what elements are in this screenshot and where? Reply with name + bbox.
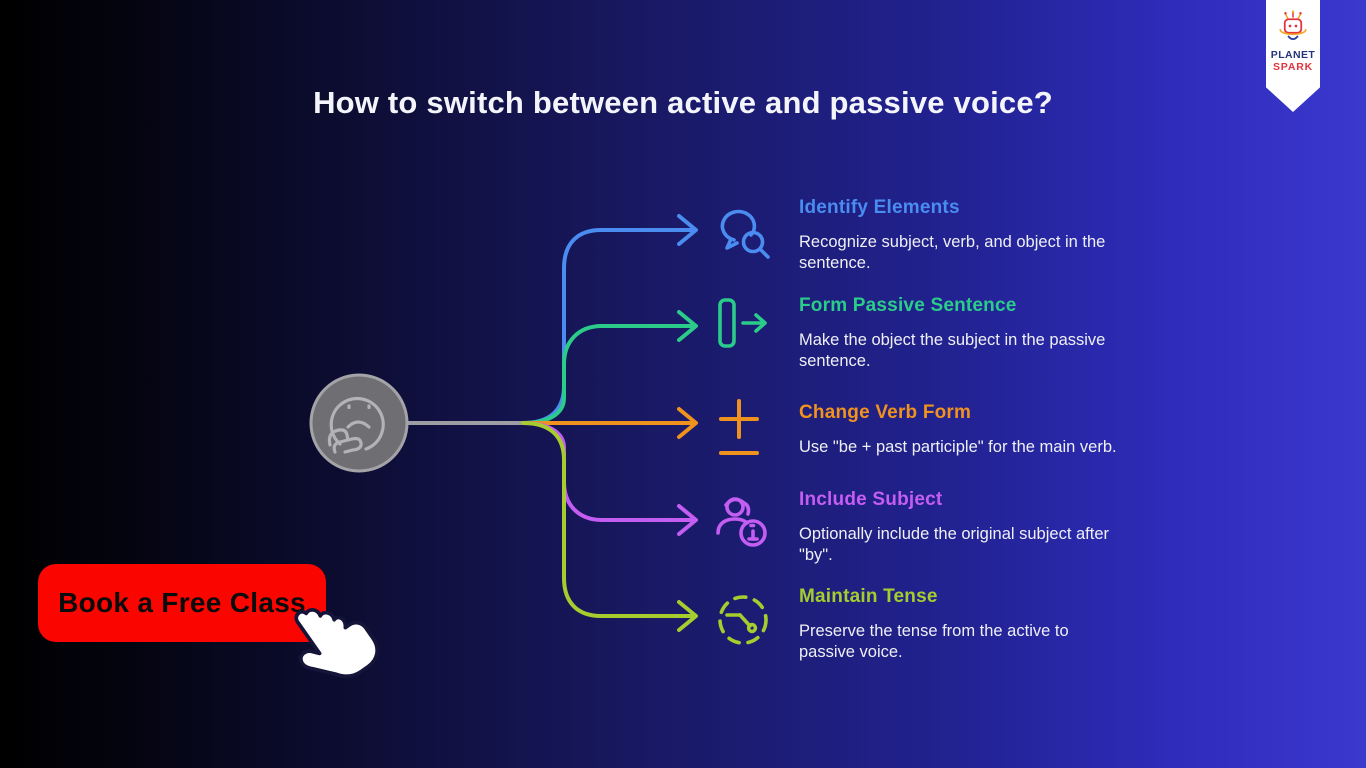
step-form-passive-sentence: Form Passive Sentence Make the object th…	[799, 295, 1125, 372]
step-title: Maintain Tense	[799, 586, 938, 607]
step-description: Optionally include the original subject …	[799, 525, 1110, 565]
branch-include-subject	[521, 421, 698, 536]
thinking-face-icon	[309, 373, 409, 473]
planetspark-robot-icon	[1279, 10, 1307, 41]
book-free-class-button[interactable]: Book a Free Class	[38, 564, 326, 642]
brand-name-spark: SPARK	[1273, 60, 1313, 73]
person-info-icon	[712, 491, 776, 555]
branch-maintain-tense	[521, 421, 698, 632]
rectangle-arrow-icon	[711, 294, 775, 358]
step-description: Make the object the subject in the passi…	[799, 331, 1106, 371]
step-include-subject: Include Subject Optionally include the o…	[799, 489, 1125, 566]
step-maintain-tense: Maintain Tense Preserve the tense from t…	[799, 586, 1125, 663]
branch-identify-elements	[521, 214, 698, 425]
step-title: Change Verb Form	[799, 402, 972, 423]
step-change-verb-form: Change Verb Form Use "be + past particip…	[799, 402, 1125, 458]
step-title: Form Passive Sentence	[799, 295, 1017, 316]
planetspark-banner: PLANET SPARK	[1266, 0, 1320, 112]
branch-change-verb	[521, 407, 698, 439]
step-description: Recognize subject, verb, and object in t…	[799, 233, 1106, 273]
brand-name-planet: PLANET	[1270, 49, 1316, 61]
plus-minus-icon	[709, 397, 773, 461]
step-description: Use "be + past participle" for the main …	[799, 438, 1117, 456]
speech-bubble-search-icon	[710, 199, 774, 263]
page-title: How to switch between active and passive…	[313, 84, 1053, 120]
step-identify-elements: Identify Elements Recognize subject, ver…	[799, 197, 1125, 274]
step-title: Identify Elements	[799, 197, 960, 218]
dashed-clock-icon	[712, 589, 776, 653]
step-title: Include Subject	[799, 489, 943, 510]
step-description: Preserve the tense from the active to pa…	[799, 622, 1069, 662]
branch-form-passive	[521, 310, 698, 425]
